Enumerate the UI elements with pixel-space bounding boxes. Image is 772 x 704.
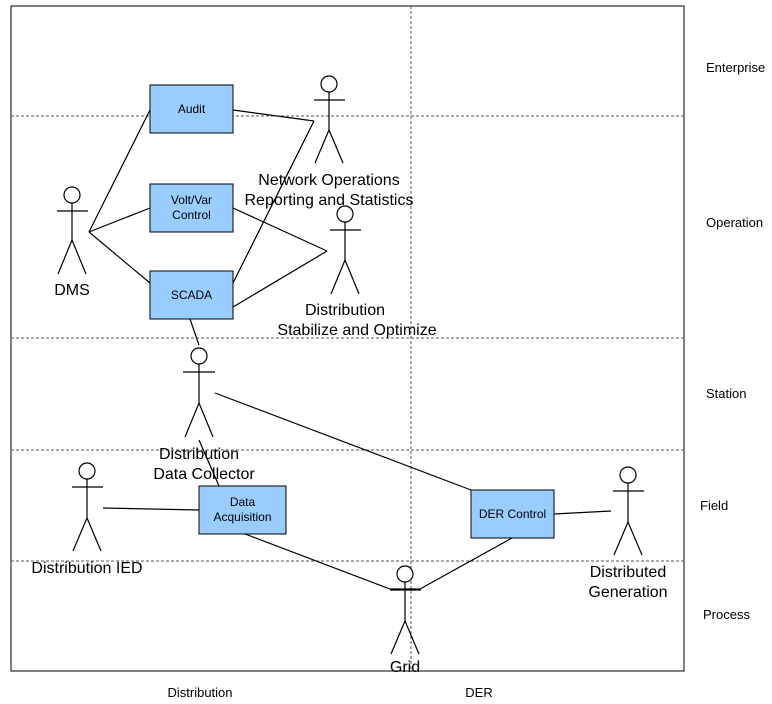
dist-stab-label-line2: Stabilize and Optimize <box>277 322 436 339</box>
distributed-generation-actor <box>613 466 644 556</box>
zone-label-enterprise: Enterprise <box>706 60 765 75</box>
collector-label-line1: Distribution <box>159 446 239 463</box>
voltvar-label-line1: Volt/Var <box>171 193 212 207</box>
line-dercontrol-distgen <box>553 510 612 515</box>
data-acq-label-line1: Data <box>230 495 256 509</box>
line-dms-voltvar <box>88 207 151 233</box>
network-ops-label-line1: Network Operations <box>258 172 399 189</box>
der-control-box: DER Control <box>470 489 555 539</box>
line-collector-dercontrol <box>214 392 472 491</box>
grid-actor <box>390 565 421 655</box>
zone-label-station: Station <box>706 386 746 401</box>
collector-label-line2: Data Collector <box>153 466 255 483</box>
network-ops-label-line2: Reporting and Statistics <box>245 192 414 209</box>
dms-label: DMS <box>54 282 90 299</box>
scada-box: SCADA <box>149 270 234 320</box>
distribution-stabilize-actor <box>330 205 361 295</box>
zone-label-process: Process <box>703 607 750 622</box>
audit-box: Audit <box>149 84 234 134</box>
data-acq-label-line2: Acquisition <box>213 510 271 524</box>
line-voltvar-diststab <box>232 207 328 252</box>
distgen-label-line1: Distributed <box>590 564 666 581</box>
line-audit-networkops <box>232 109 315 122</box>
line-dataacq-grid <box>244 533 391 590</box>
line-networkops-scada <box>232 120 315 284</box>
line-collector-dataacq <box>198 439 220 487</box>
domain-label-der: DER <box>465 685 492 700</box>
domain-label-distribution: Distribution <box>167 685 232 700</box>
distribution-data-collector-actor <box>183 347 215 438</box>
dist-stab-label-line1: Distribution <box>305 302 385 319</box>
audit-label: Audit <box>178 102 206 116</box>
scada-label: SCADA <box>171 288 212 302</box>
line-ied-dataacq <box>102 507 200 511</box>
distgen-label-line2: Generation <box>588 584 667 601</box>
voltvar-control-box: Volt/Var Control <box>149 183 234 233</box>
connections <box>88 109 612 590</box>
data-acquisition-box: Data Acquisition <box>198 485 287 535</box>
network-operations-actor <box>314 75 345 164</box>
grid-label: Grid <box>390 659 420 676</box>
der-control-label: DER Control <box>479 507 546 521</box>
zone-label-operation: Operation <box>706 215 763 230</box>
dms-actor <box>57 186 88 275</box>
ied-label: Distribution IED <box>31 560 142 577</box>
line-diststab-scada <box>232 250 328 308</box>
line-dms-audit <box>88 109 151 233</box>
line-grid-dercontrol <box>419 537 513 590</box>
voltvar-label-line2: Control <box>172 208 211 222</box>
distribution-ied-actor <box>72 462 103 552</box>
line-dms-scada <box>88 231 151 284</box>
line-scada-collector <box>189 318 200 346</box>
zone-label-field: Field <box>700 498 728 513</box>
